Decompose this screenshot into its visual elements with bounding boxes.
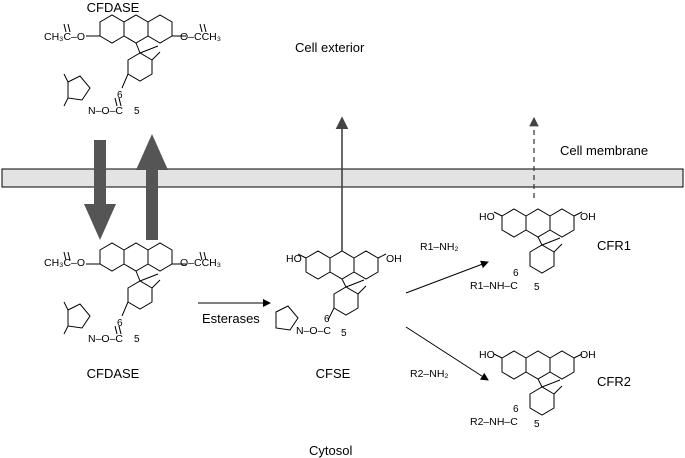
cfdase-top-ester-link: N–O–C [88, 105, 123, 117]
cfse-pos-5: 5 [341, 328, 347, 339]
cfdase-top-acetyl-right: O–CCH₃ [180, 31, 221, 43]
cfse-oh: OH [386, 253, 402, 265]
cfdase-bottom-name: CFDASE [87, 366, 140, 381]
cfdase-top-pos-5: 5 [134, 106, 140, 117]
cfdase-top-structure [63, 14, 207, 107]
r1-reaction-arrow [405, 260, 489, 294]
cfdase-top-name: CFDASE [87, 0, 140, 15]
cfr1-pos-6: 6 [513, 268, 519, 279]
cfdase-top-pos-6: 6 [117, 90, 123, 101]
influx-arrow [84, 140, 116, 240]
cell-exterior-label: Cell exterior [295, 40, 365, 55]
cfr2-structure [493, 350, 583, 416]
esterases-label: Esterases [202, 311, 260, 326]
cfr2-pos-5: 5 [534, 419, 540, 430]
r2-reaction-arrow [405, 326, 489, 381]
cfr2-amide: R2–NH–C [470, 416, 518, 428]
cell-membrane-label: Cell membrane [560, 143, 648, 158]
cfdase-bottom-pos-6: 6 [117, 318, 123, 329]
cytosol-label: Cytosol [309, 443, 352, 458]
efflux-arrow [136, 134, 168, 240]
cfr2-ho: HO [479, 349, 495, 361]
cfr1-amide: R1–NH–C [470, 280, 518, 292]
cfse-ester-link: N–O–C [296, 325, 331, 337]
r1-amine-label: R1–NH₂ [420, 241, 459, 253]
cfr2-name: CFR2 [597, 374, 631, 389]
cfr1-ho: HO [479, 211, 495, 223]
cfr2-pos-6: 6 [513, 404, 519, 415]
cfr1-name: CFR1 [597, 238, 631, 253]
cfdase-top-acetyl-left: CH₃C–O [44, 31, 85, 43]
cfr1-structure [493, 208, 583, 274]
cfr2-oh: OH [580, 349, 596, 361]
cfse-structure [297, 250, 387, 316]
cfdase-bottom-acetyl-right: O–CCH₃ [180, 257, 221, 269]
r2-amine-label: R2–NH₂ [410, 368, 449, 380]
cfse-name: CFSE [316, 366, 351, 381]
cfr1-oh: OH [580, 211, 596, 223]
cfr1-pos-5: 5 [534, 282, 540, 293]
cfdase-bottom-pos-5: 5 [134, 334, 140, 345]
cfse-succinimide [275, 305, 335, 331]
cfdase-bottom-acetyl-left: CH₃C–O [44, 257, 85, 269]
cfdase-bottom-ester-link: N–O–C [88, 333, 123, 345]
cfse-pos-6: 6 [324, 314, 330, 325]
cfse-ho: HO [286, 253, 302, 265]
